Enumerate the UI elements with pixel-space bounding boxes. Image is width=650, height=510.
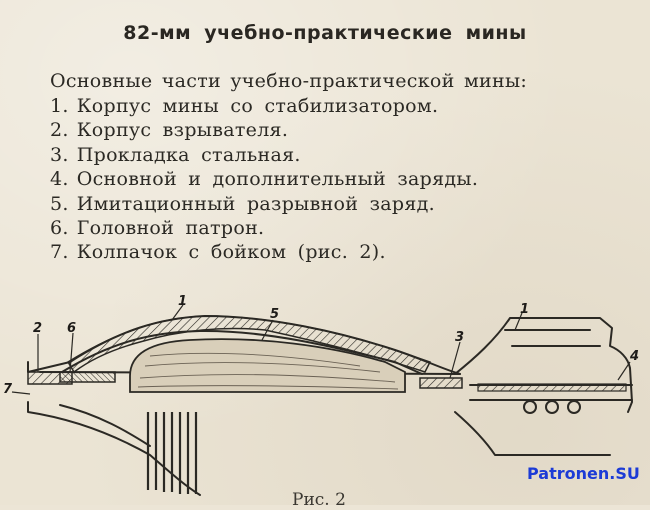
watermark: Patronen.SU [527,464,640,483]
item-text: Корпус мины со стабилизатором. [76,95,439,117]
item-number: 4. [50,168,69,191]
intro-text: Основные части учебно-практической мины: [50,70,528,92]
imitation-charge [129,338,406,393]
body-lower-contour-2 [59,404,151,447]
item-text: Прокладка стальная. [76,143,301,166]
item-number: 2. [50,119,69,142]
list-item: 5. Имитационный разрывной заряд. [50,192,478,216]
figure-caption: Рис. 2 [292,490,346,510]
list-item: 1. Корпус мины со стабилизатором. [50,94,478,118]
body-wall-section [66,315,432,374]
parts-list: 1. Корпус мины со стабилизатором. 2. Корпу… [50,94,478,265]
stabilizer-lower [454,411,611,456]
head-cartridge-section [59,371,116,383]
callout-1a: 1 [178,294,187,309]
callout-5: 5 [270,307,279,322]
callout-4: 4 [629,349,639,364]
callout-6: 6 [67,321,76,336]
item-text: Имитационный разрывной заряд. [76,192,435,215]
callout-2: 2 [33,321,42,336]
item-text: Головной патрон. [76,217,265,240]
stabilizer-upper [454,317,633,413]
item-number: 7. [50,241,69,264]
item-number: 6. [50,217,69,240]
item-number: 1. [50,95,69,117]
page-title: 82-мм учебно-практические мины [123,22,527,44]
list-item: 3. Прокладка стальная. [50,143,478,167]
callout-3: 3 [455,330,464,345]
tail-charge-section [477,383,627,392]
item-number: 5. [50,192,69,215]
list-item: 7. Колпачок с бойком (рис. 2). [50,240,478,264]
steel-gasket-section [419,377,463,389]
callout-1b: 1 [520,302,529,317]
item-text: Колпачок с бойком (рис. 2). [76,241,386,264]
list-item: 4. Основной и дополнительный заряды. [50,167,478,191]
item-number: 3. [50,143,69,166]
body-lower-contour [27,401,201,496]
item-text: Корпус взрывателя. [76,119,289,142]
list-item: 6. Головной патрон. [50,216,478,240]
list-item: 2. Корпус взрывателя. [50,118,478,142]
item-text: Основной и дополнительный заряды. [76,168,479,191]
callout-7: 7 [3,382,13,397]
